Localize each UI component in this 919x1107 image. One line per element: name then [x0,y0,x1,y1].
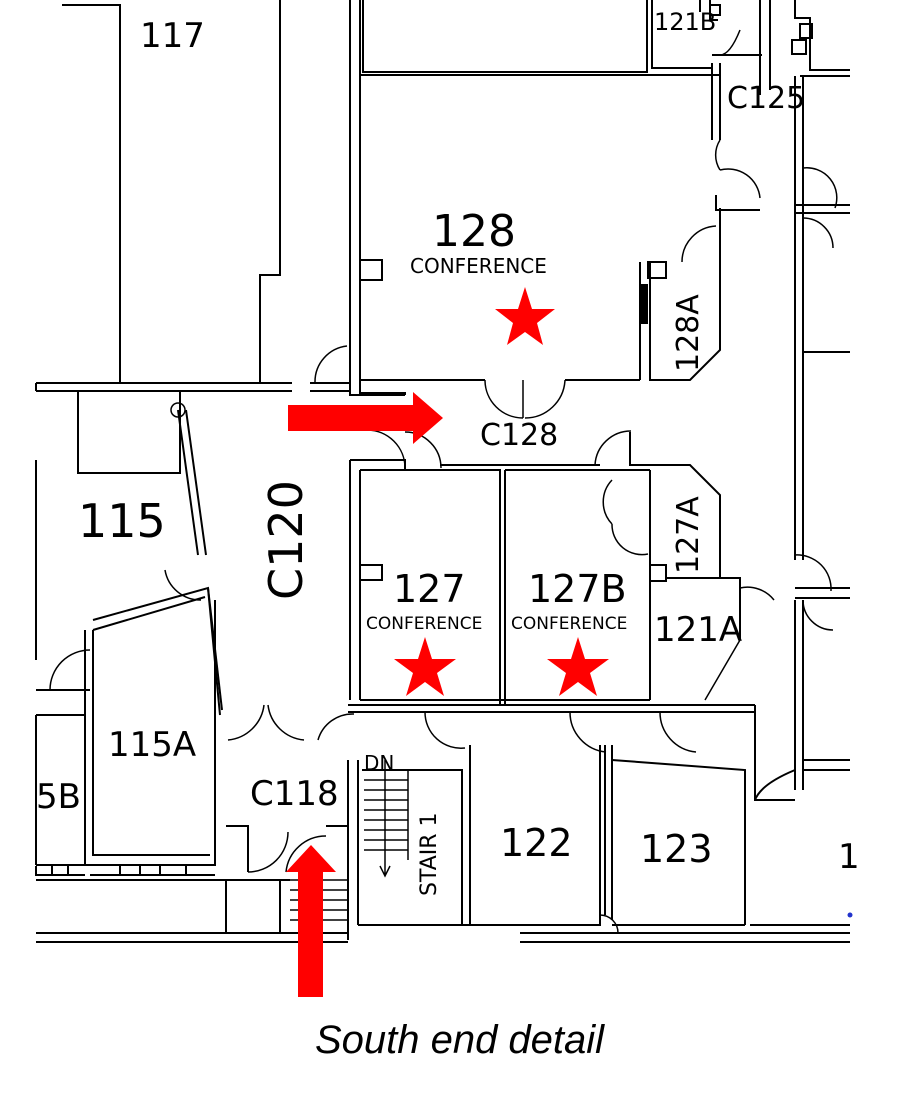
room-127-type: CONFERENCE [366,614,482,634]
room-127a-label: 127A [671,496,706,574]
room-121a-label: 121A [654,610,742,650]
room-115-label: 115 [78,494,166,548]
walls-115a [35,600,216,876]
room-121b-label: 121B [654,8,716,36]
walls-east-corridor [754,167,850,801]
markers [286,287,609,997]
walls-121b-c125 [709,0,850,230]
walls-115-c120 [35,391,223,716]
arrow-east-marker [288,392,443,444]
room-127b-label: 127B [528,567,627,611]
room-115a-label: 115A [108,725,196,765]
room-c128-label: C128 [480,418,558,453]
walls-127-127b [348,460,775,713]
walls-corridor [349,380,721,578]
figure-caption: South end detail [314,1018,605,1062]
walls-room-128 [360,139,761,381]
stair-dn-label: DN [364,751,394,775]
room-123-label: 123 [640,827,713,871]
walls-122-123 [469,711,850,943]
doors-c128 [314,345,566,419]
room-127-label: 127 [393,567,466,611]
room-122-label: 122 [500,821,573,865]
room-c125-label: C125 [727,81,805,116]
room-c120-label: C120 [259,480,313,600]
room-117-label: 117 [140,16,205,56]
room-128a-label: 128A [671,294,706,372]
walls-northwest [35,0,350,392]
room-127b-type: CONFERENCE [511,614,627,634]
room-1-partial-label: 1 [838,837,860,877]
blue-mark [847,912,853,918]
star-marker-128 [495,287,555,345]
walls-c118-stair [36,704,471,943]
room-128-label: 128 [432,206,516,257]
room-5b-label: 5B [36,777,81,817]
star-marker-127b [547,637,609,696]
room-128-type: CONFERENCE [410,254,547,278]
star-marker-127 [394,637,456,696]
stair-1-label: STAIR 1 [417,812,442,896]
room-c118-label: C118 [250,774,339,814]
room-labels: 117 121B C125 128 CONFERENCE 128A C128 1… [36,8,860,896]
arrow-north-marker [286,845,336,997]
